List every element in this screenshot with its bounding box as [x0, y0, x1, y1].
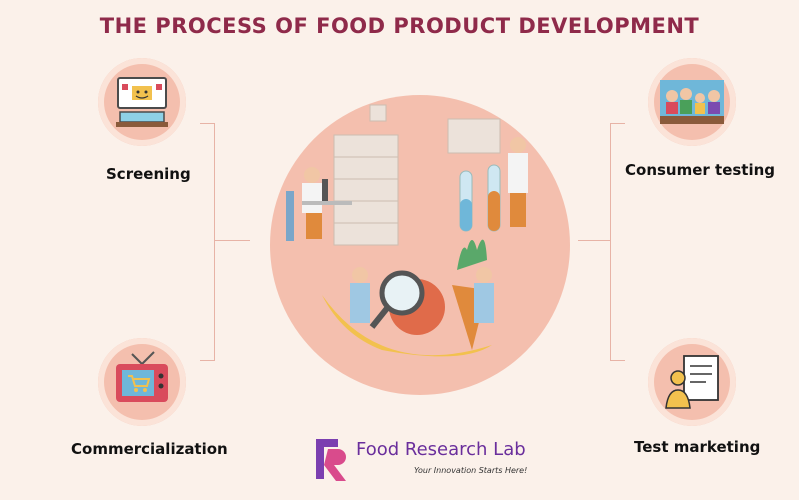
right-connector — [610, 123, 625, 361]
family-dining-icon — [660, 80, 724, 124]
person-document-icon — [665, 355, 719, 409]
left-connector — [200, 123, 215, 361]
screening-icon-circle — [98, 58, 186, 146]
lab-illustration — [270, 95, 570, 395]
page-title: THE PROCESS OF FOOD PRODUCT DEVELOPMENT — [99, 14, 700, 38]
test-marketing-icon-circle — [648, 338, 736, 426]
tv-shopping-cart-icon — [116, 351, 168, 402]
logo-tagline: Your Innovation Starts Here! — [414, 466, 528, 475]
monitor-laptop-icon — [116, 77, 168, 127]
food-research-lab-logo: Food Research Lab Your Innovation Starts… — [310, 433, 530, 487]
commercialization-icon-circle — [98, 338, 186, 426]
logo-brand-name: Food Research Lab — [356, 439, 526, 460]
frl-logo-mark-icon — [316, 439, 346, 481]
test-marketing-label: Test marketing — [634, 438, 761, 456]
left-connector-stub — [214, 240, 250, 241]
consumer-testing-label: Consumer testing — [625, 161, 776, 179]
commercialization-label: Commercialization — [71, 440, 228, 458]
consumer-testing-icon-circle — [648, 58, 736, 146]
central-illustration — [262, 95, 578, 395]
screening-label: Screening — [106, 165, 191, 183]
right-connector-stub — [578, 240, 610, 241]
